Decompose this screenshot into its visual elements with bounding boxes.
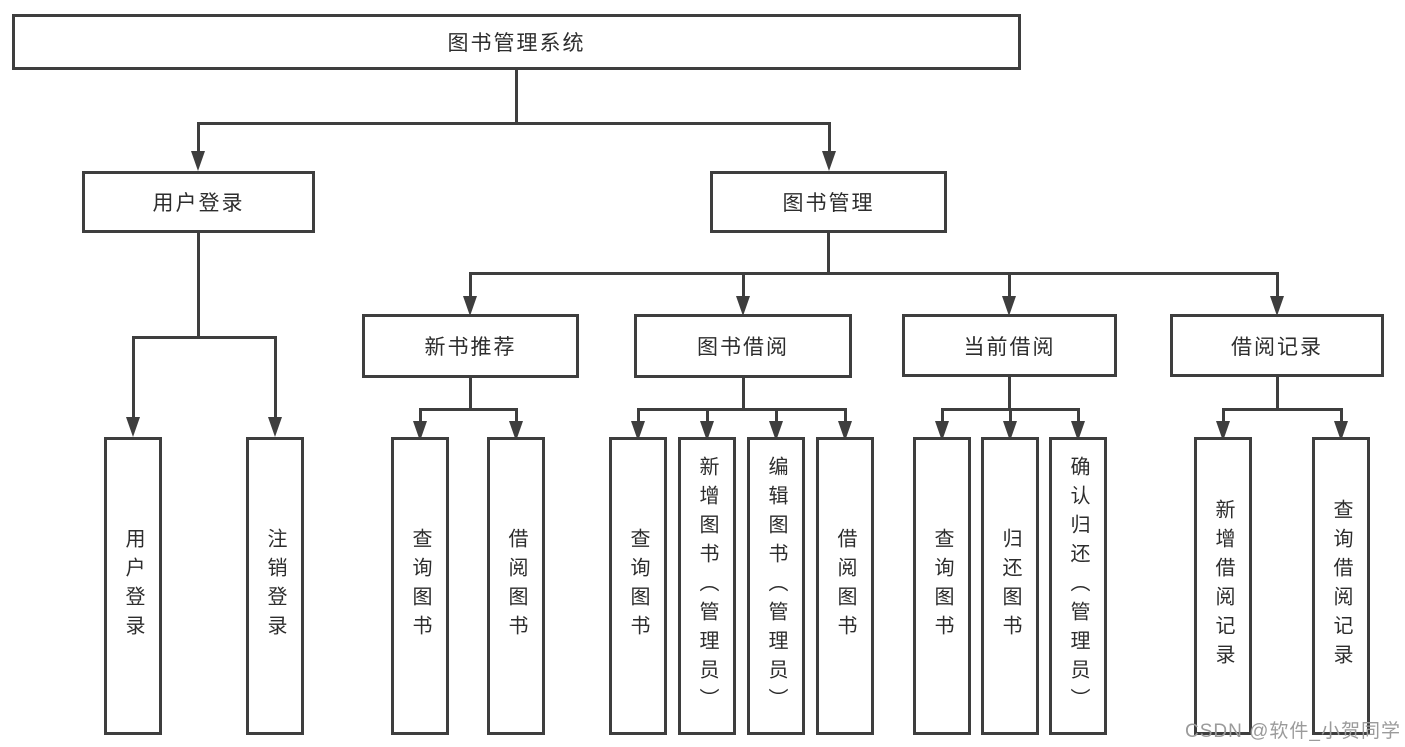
connector-stem-book-mgmt [828, 122, 831, 154]
leaf-nb-query-books: 查询图书 [391, 437, 449, 735]
node-borrow-records: 借阅记录 [1170, 314, 1384, 377]
connector-new-books-bus [419, 408, 518, 411]
leaf-cb-query-books: 查询图书 [913, 437, 971, 735]
connector-stem-br-add [1222, 408, 1225, 422]
connector-borrow-records-bus [1222, 408, 1342, 411]
leaf-logout-label: 注销登录 [264, 528, 286, 644]
node-new-books-label: 新书推荐 [424, 336, 517, 359]
leaf-cb-query-books-label: 查询图书 [931, 528, 953, 644]
arrow-bb-edit [769, 421, 783, 441]
leaf-bb-query-books-label: 查询图书 [627, 528, 649, 644]
connector-borrow-records-trunk [1276, 377, 1279, 410]
connector-level2-bus [197, 122, 831, 125]
leaf-bb-edit-books-admin-label: 编辑图书（管理员） [765, 455, 787, 717]
connector-user-login-bus [132, 336, 276, 339]
arrow-nb-query [413, 421, 427, 441]
node-book-mgmt-label: 图书管理 [782, 192, 875, 215]
arrow-book-borrow [736, 296, 750, 316]
arrow-current-borrow [1002, 296, 1016, 316]
leaf-nb-borrow-books-label: 借阅图书 [505, 528, 527, 644]
arrow-leaf-logout [268, 417, 282, 437]
arrow-br-add [1216, 421, 1230, 441]
node-borrow-records-label: 借阅记录 [1231, 335, 1323, 359]
arrow-cb-return [1003, 421, 1017, 441]
leaf-bb-edit-books-admin: 编辑图书（管理员） [747, 437, 805, 735]
leaf-br-query-record-label: 查询借阅记录 [1330, 499, 1352, 673]
node-root-label: 图书管理系统 [447, 32, 586, 55]
arrow-bb-add [700, 421, 714, 441]
connector-stem-book-borrow [742, 272, 745, 296]
arrow-bb-query [631, 421, 645, 441]
arrow-new-books [463, 296, 477, 316]
leaf-nb-query-books-label: 查询图书 [409, 528, 431, 644]
connector-level3-bus [469, 272, 1279, 275]
connector-current-borrow-trunk [1008, 377, 1011, 410]
connector-stem-new-books [469, 272, 472, 296]
csdn-watermark: CSDN @软件_小贺同学 [1185, 721, 1401, 742]
arrow-cb-query [935, 421, 949, 441]
connector-stem-cb-query [941, 408, 944, 422]
connector-stem-leaf-logout [274, 336, 277, 418]
arrow-bb-borrow [838, 421, 852, 441]
connector-user-login-trunk [197, 233, 200, 338]
leaf-nb-borrow-books: 借阅图书 [487, 437, 545, 735]
arrow-cb-confirm [1071, 421, 1085, 441]
leaf-user-login-label: 用户登录 [122, 528, 144, 644]
node-book-borrow-label: 图书借阅 [697, 336, 789, 359]
connector-stem-cb-confirm [1077, 408, 1080, 422]
connector-stem-current-borrow [1008, 272, 1011, 296]
connector-stem-leaf-login [132, 336, 135, 418]
connector-book-borrow-trunk [742, 378, 745, 410]
connector-book-borrow-bus [637, 408, 846, 411]
arrow-nb-borrow [509, 421, 523, 441]
connector-stem-bb-add [706, 408, 709, 422]
leaf-bb-borrow-books-label: 借阅图书 [834, 528, 856, 644]
leaf-bb-add-books-admin-label: 新增图书（管理员） [696, 455, 718, 717]
leaf-br-add-record: 新增借阅记录 [1194, 437, 1252, 735]
node-user-login-label: 用户登录 [152, 192, 245, 215]
node-root-system: 图书管理系统 [12, 14, 1021, 70]
connector-stem-bb-edit [775, 408, 778, 422]
connector-book-mgmt-trunk [827, 233, 830, 274]
leaf-cb-return-books: 归还图书 [981, 437, 1039, 735]
connector-stem-bb-query [637, 408, 640, 422]
leaf-bb-borrow-books: 借阅图书 [816, 437, 874, 735]
leaf-cb-return-books-label: 归还图书 [999, 528, 1021, 644]
node-book-mgmt: 图书管理 [710, 171, 947, 233]
connector-root-trunk [515, 68, 518, 124]
node-current-borrow-label: 当前借阅 [963, 335, 1056, 359]
node-user-login: 用户登录 [82, 171, 315, 233]
connector-stem-cb-return [1009, 408, 1012, 422]
leaf-br-query-record: 查询借阅记录 [1312, 437, 1370, 735]
arrow-borrow-records [1270, 296, 1284, 316]
connector-stem-br-query [1340, 408, 1343, 422]
leaf-bb-query-books: 查询图书 [609, 437, 667, 735]
connector-stem-bb-borrow [844, 408, 847, 422]
node-current-borrow: 当前借阅 [902, 314, 1117, 377]
node-new-books: 新书推荐 [362, 314, 579, 378]
connector-stem-nb-query [419, 408, 422, 422]
leaf-cb-confirm-return-admin-label: 确认归还（管理员） [1067, 455, 1089, 717]
arrow-leaf-login [126, 417, 140, 437]
connector-stem-user-login [197, 122, 200, 154]
arrow-user-login [191, 151, 205, 171]
node-book-borrow: 图书借阅 [634, 314, 852, 378]
arrow-br-query [1334, 421, 1348, 441]
connector-stem-borrow-records [1276, 272, 1279, 296]
arrow-book-mgmt [822, 151, 836, 171]
leaf-bb-add-books-admin: 新增图书（管理员） [678, 437, 736, 735]
leaf-user-login: 用户登录 [104, 437, 162, 735]
connector-stem-nb-borrow [515, 408, 518, 422]
leaf-br-add-record-label: 新增借阅记录 [1212, 499, 1234, 673]
leaf-cb-confirm-return-admin: 确认归还（管理员） [1049, 437, 1107, 735]
leaf-logout: 注销登录 [246, 437, 304, 735]
connector-new-books-trunk [469, 378, 472, 410]
